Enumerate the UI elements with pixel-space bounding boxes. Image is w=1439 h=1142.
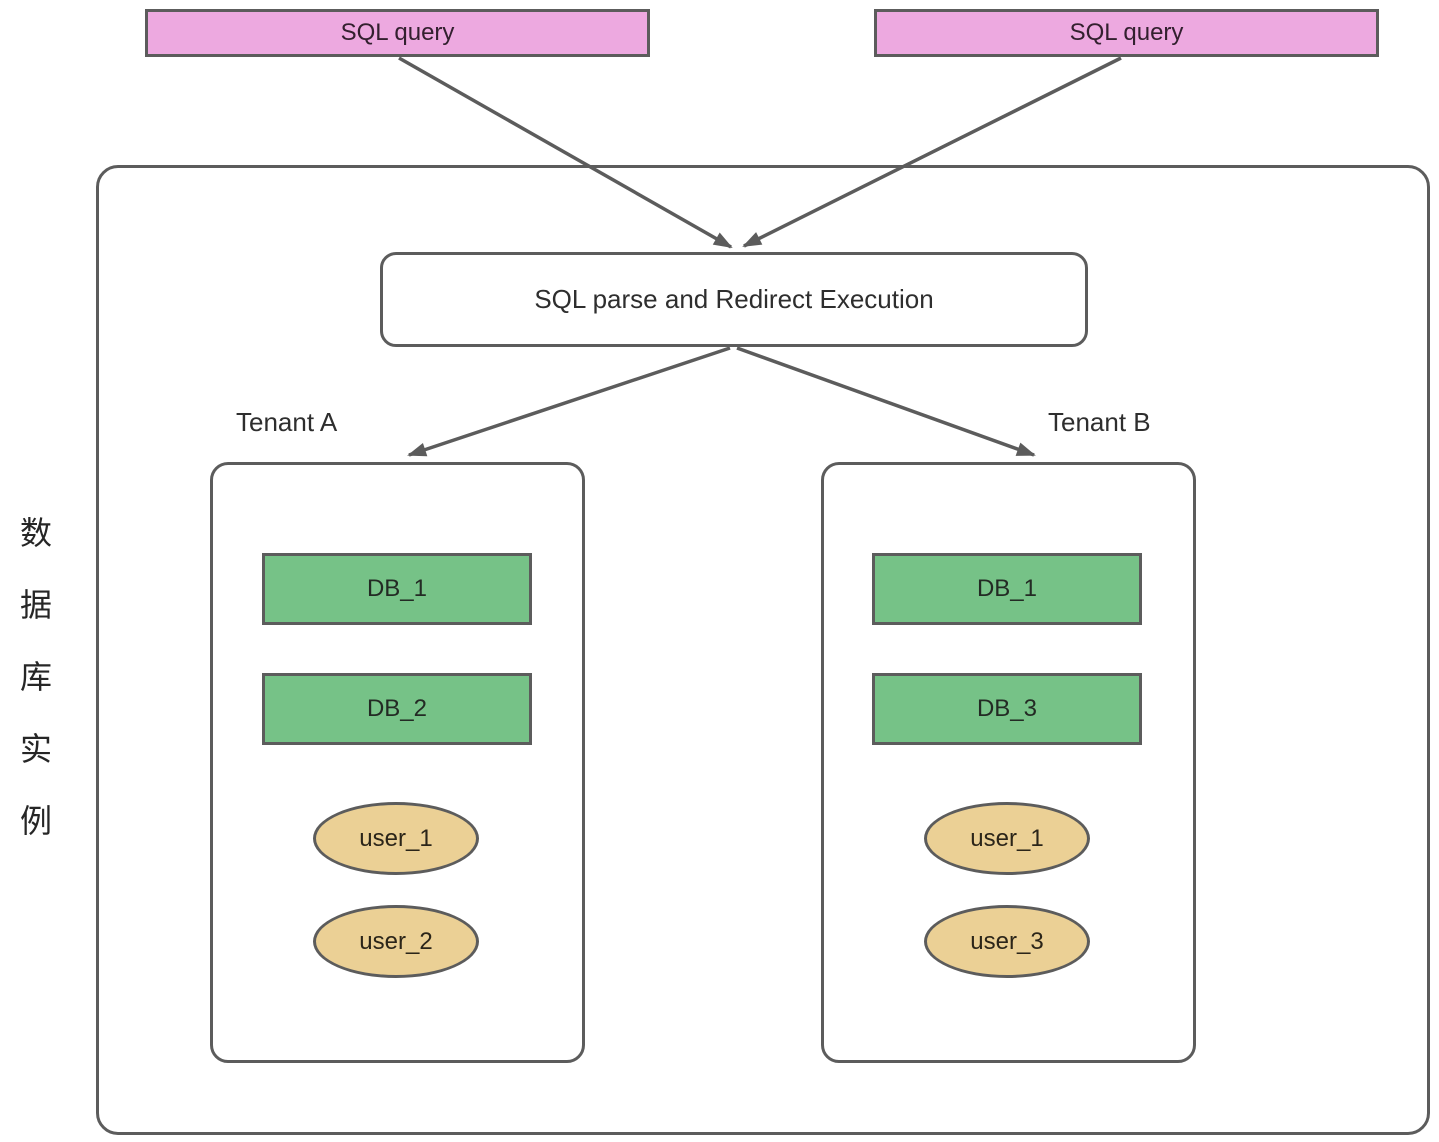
db-label: DB_1 — [366, 575, 428, 602]
db-label: DB_3 — [976, 695, 1038, 722]
sql-parse-redirect-box: SQL parse and Redirect Execution — [380, 252, 1088, 347]
tenant-a-user-1: user_1 — [313, 802, 479, 875]
instance-label-char: 库 — [19, 659, 52, 695]
sql-query-box-left: SQL query — [145, 9, 650, 57]
tenant-a-label: Tenant A — [236, 407, 338, 437]
instance-label-char: 实 — [19, 731, 52, 767]
tenant-a-db-2: DB_2 — [262, 673, 532, 745]
instance-label-char: 例 — [19, 803, 52, 839]
tenant-a-user-2: user_2 — [313, 905, 479, 978]
instance-label-char: 数 — [19, 515, 52, 551]
user-label: user_2 — [359, 927, 433, 955]
tenant-a-db-1: DB_1 — [262, 553, 532, 625]
tenant-b-db-1: DB_1 — [872, 553, 1142, 625]
tenant-b-user-3: user_3 — [924, 905, 1090, 978]
sql-query-box-right: SQL query — [874, 9, 1379, 57]
database-instance-label: 数 据 库 实 例 — [14, 508, 58, 842]
sql-query-label: SQL query — [1069, 19, 1184, 46]
instance-label-char: 据 — [19, 587, 52, 623]
sql-query-label: SQL query — [340, 19, 455, 46]
tenant-b-user-1: user_1 — [924, 802, 1090, 875]
sql-parse-redirect-label: SQL parse and Redirect Execution — [534, 284, 934, 314]
user-label: user_1 — [970, 824, 1044, 852]
tenant-b-label: Tenant B — [1048, 407, 1151, 437]
tenant-b-db-3: DB_3 — [872, 673, 1142, 745]
user-label: user_3 — [970, 927, 1044, 955]
db-label: DB_1 — [976, 575, 1038, 602]
db-label: DB_2 — [366, 695, 428, 722]
user-label: user_1 — [359, 824, 433, 852]
